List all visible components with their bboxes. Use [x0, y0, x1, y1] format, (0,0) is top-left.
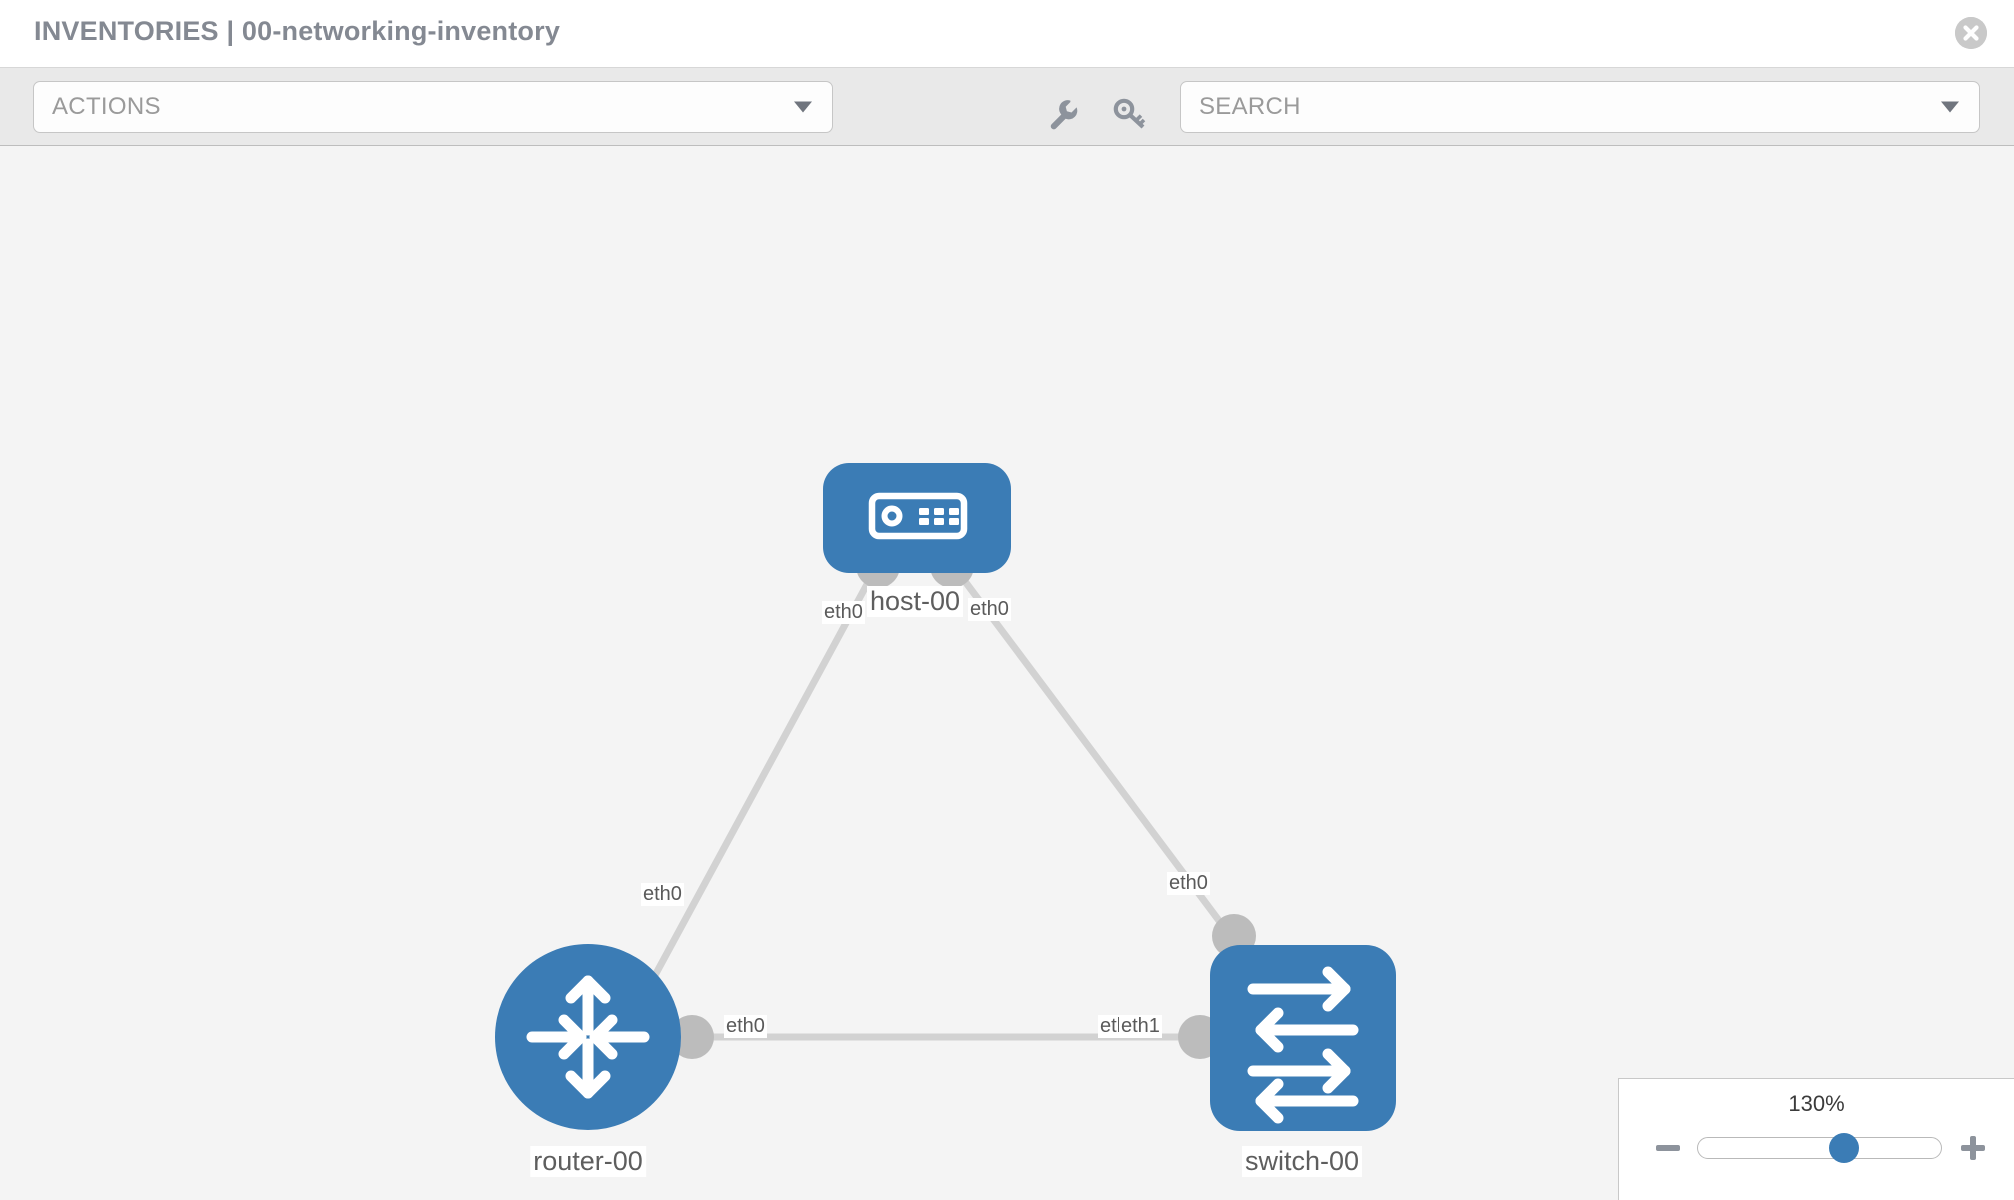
node-label-host-00[interactable]: host-00 [866, 586, 964, 617]
iface-label-switch00-eth1: eth1 [1119, 1015, 1162, 1038]
chevron-down-icon [794, 101, 812, 113]
server-icon [868, 492, 968, 540]
zoom-slider-thumb[interactable] [1828, 1133, 1859, 1163]
iface-label-host00-eth0-right: eth0 [968, 598, 1011, 621]
link-host00-router00 [636, 562, 882, 1005]
key-icon[interactable] [1110, 94, 1150, 134]
topology-canvas[interactable]: host-00 router-00 switch-00 eth0 eth0 et… [0, 146, 2014, 1200]
iface-label-router00-uplink-eth0: eth0 [641, 883, 684, 906]
node-label-router-00[interactable]: router-00 [530, 1146, 646, 1177]
zoom-control-panel: 130% [1618, 1078, 2014, 1200]
node-router-00 [495, 944, 681, 1130]
router-arrows-icon [526, 975, 650, 1099]
search-placeholder: SEARCH [1199, 93, 1301, 120]
iface-label-host00-eth0-left: eth0 [822, 601, 865, 624]
search-input[interactable]: SEARCH [1180, 81, 1980, 133]
chevron-down-icon [1941, 101, 1959, 113]
zoom-level-label: 130% [1788, 1091, 1845, 1116]
page-title: INVENTORIES | 00-networking-inventory [34, 16, 561, 46]
iface-label-router00-eth0: eth0 [724, 1015, 767, 1038]
switch-arrows-icon [1247, 966, 1359, 1124]
topology-graph [495, 463, 1396, 1131]
port-group [670, 544, 1256, 1059]
node-label-switch-00[interactable]: switch-00 [1241, 1146, 1363, 1177]
actions-dropdown-label: ACTIONS [52, 93, 161, 120]
plus-icon[interactable] [1958, 1133, 1988, 1163]
iface-label-switch00-uplink-eth0: eth0 [1167, 872, 1210, 895]
wrench-icon[interactable] [1043, 94, 1083, 134]
zoom-slider-track[interactable] [1697, 1133, 1942, 1163]
port-router00-eth0 [670, 1015, 714, 1059]
actions-dropdown[interactable]: ACTIONS [33, 81, 833, 133]
node-host-00 [823, 463, 1011, 573]
page-header: INVENTORIES | 00-networking-inventory [0, 0, 2014, 68]
zoom-slider-row [1619, 1129, 2014, 1169]
close-icon[interactable] [1955, 17, 1987, 49]
minus-icon[interactable] [1653, 1133, 1683, 1163]
node-switch-00 [1210, 945, 1396, 1131]
toolbar: ACTIONS SEARCH [0, 68, 2014, 146]
link-group [636, 561, 1235, 1041]
